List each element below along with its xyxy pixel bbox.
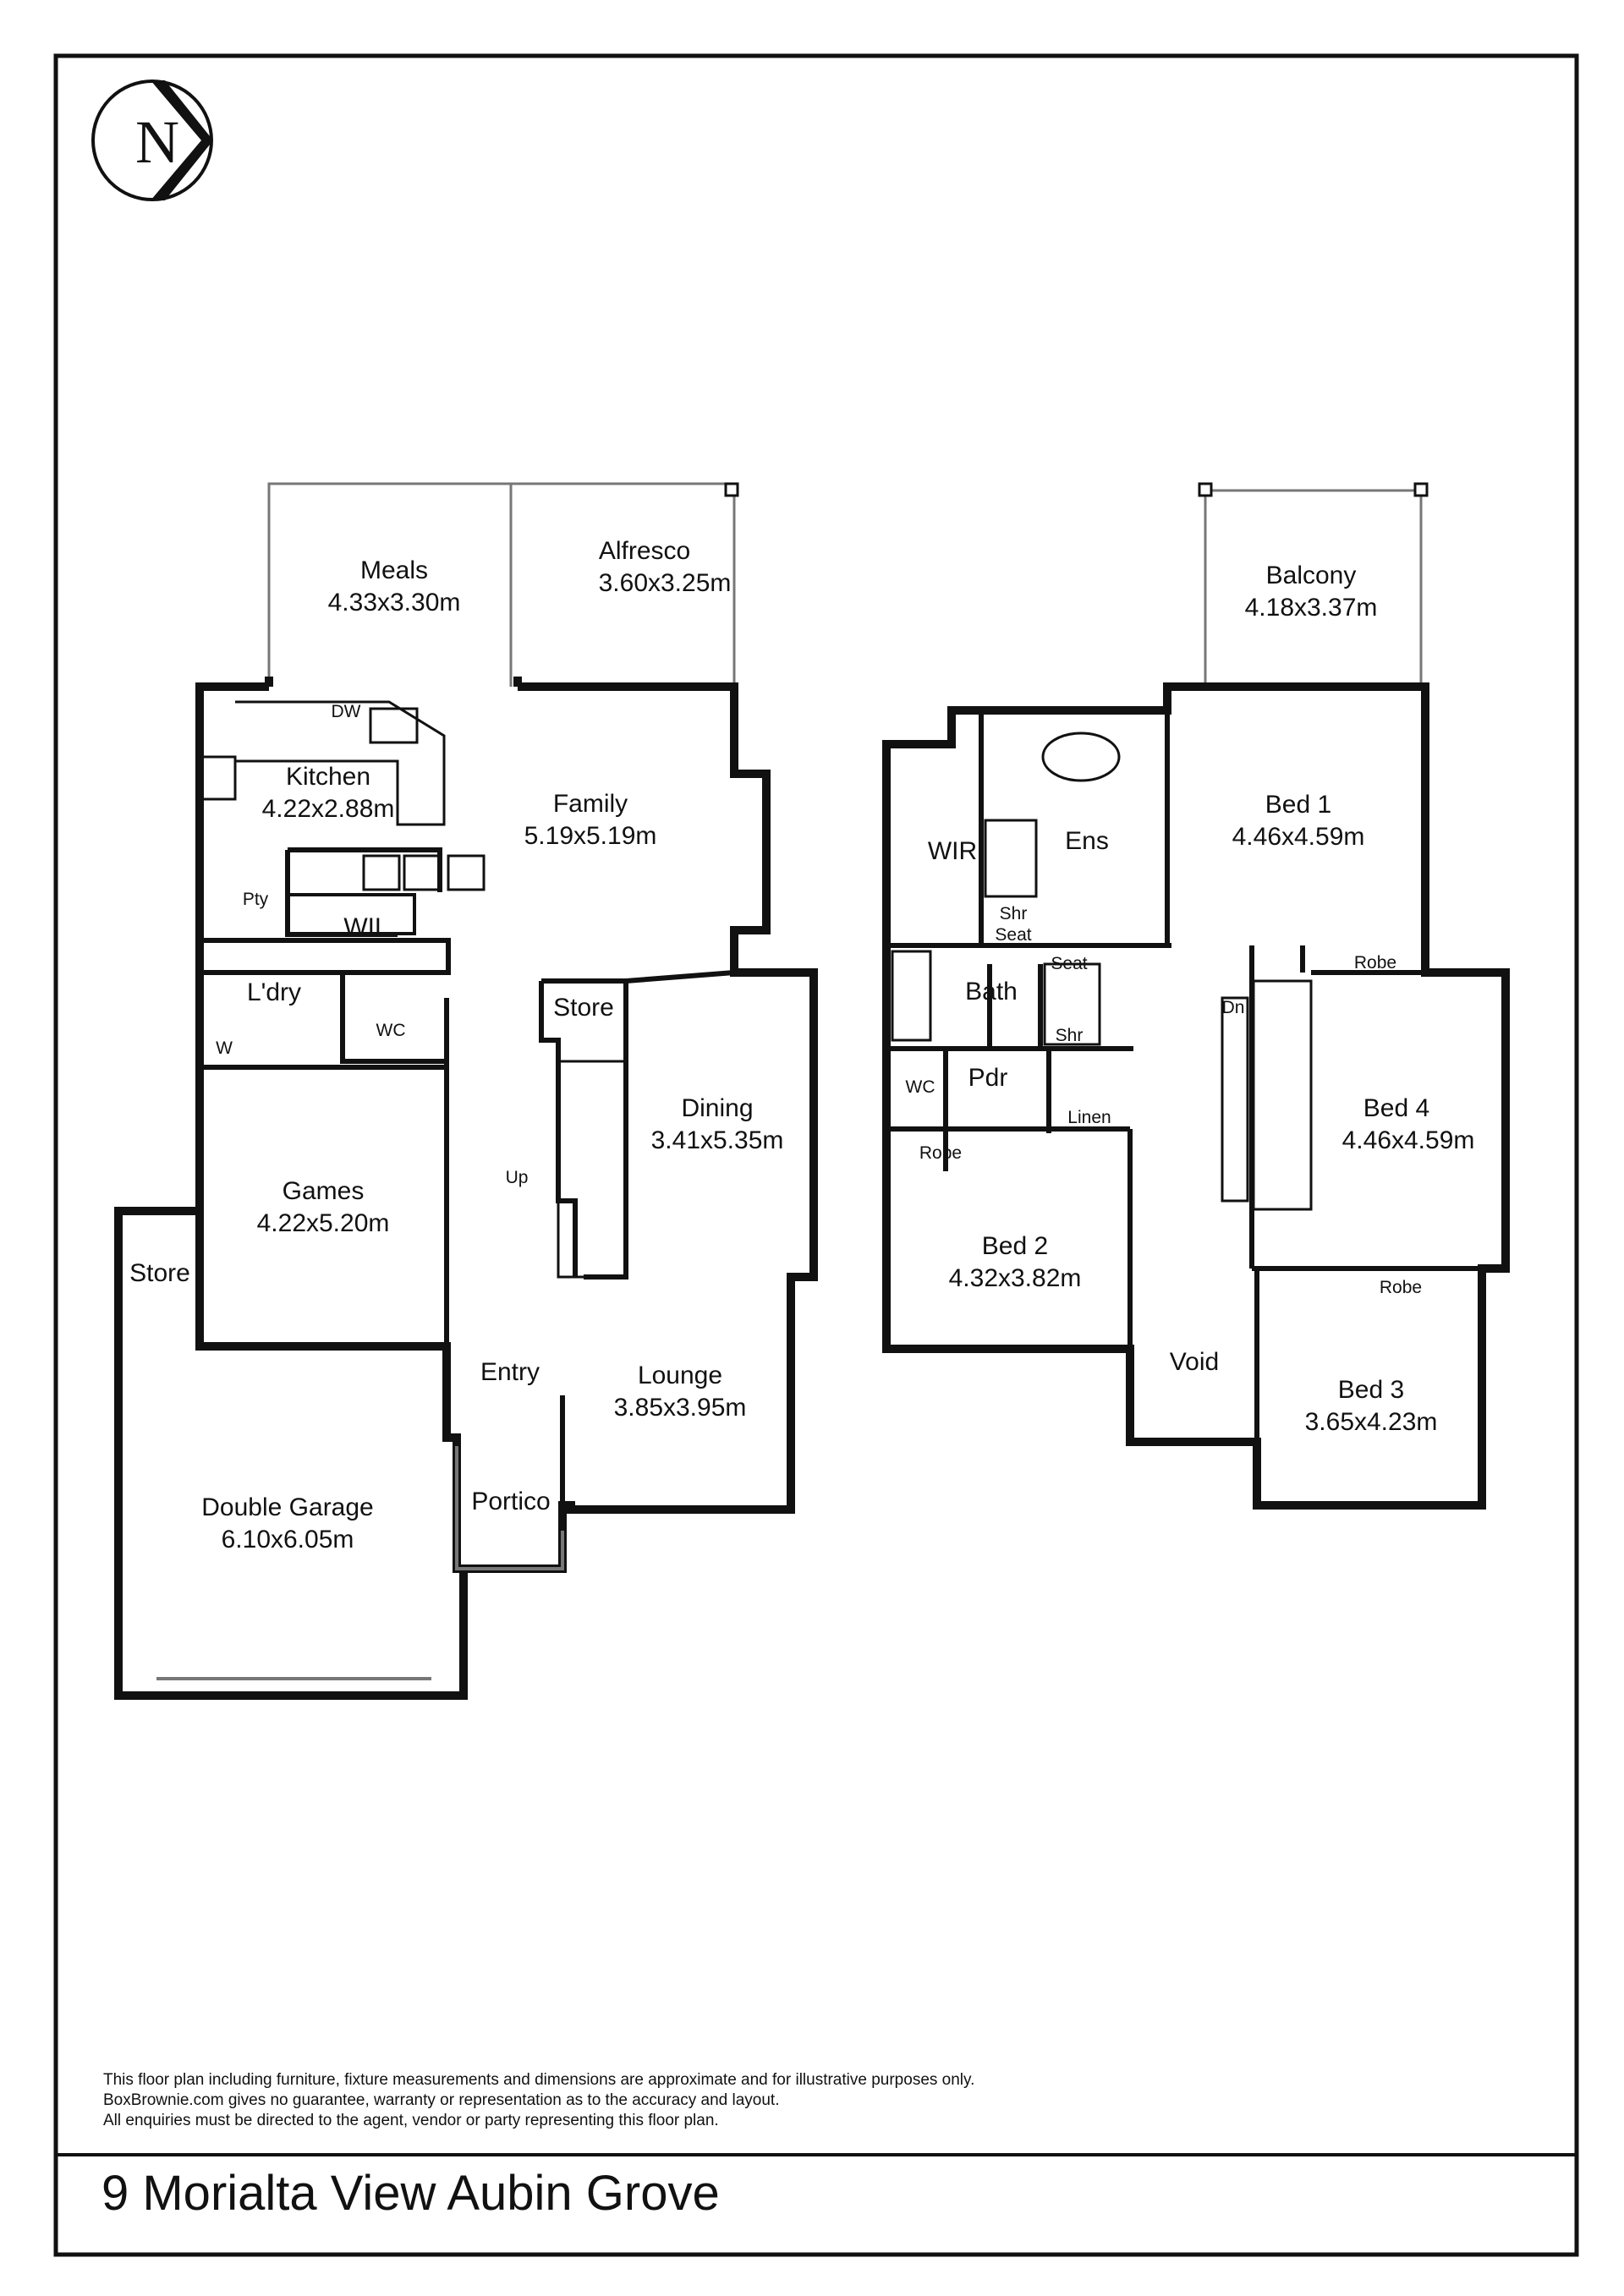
room-size: 3.65x4.23m [1305,1408,1438,1436]
label-linen: Linen [1067,1108,1111,1127]
room-size: 4.18x3.37m [1245,594,1378,622]
label-shr-ens: Shr [1000,904,1028,923]
ground-floor-labels: Meals 4.33x3.30m Alfresco 3.60x3.25m Kit… [129,537,783,1553]
room-size: 3.60x3.25m [599,569,732,597]
room-size: 6.10x6.05m [222,1526,354,1553]
compass-letter: N [135,108,179,176]
label-wil: WIL [343,913,388,941]
room-name: Balcony [1266,562,1357,589]
ground-floor-plan [114,482,818,1700]
room-name: Meals [360,556,428,584]
label-w: W [216,1038,233,1058]
label-robe-bed4: Robe [1354,953,1396,973]
disclaimer-line: All enquiries must be directed to the ag… [103,2112,719,2129]
room-name: Bed 3 [1338,1376,1404,1404]
kitchen-walls [200,847,451,1129]
disclaimer: This floor plan including furniture, fix… [103,2070,1372,2131]
stair-walls [444,970,735,1510]
label-store-garage: Store [129,1259,190,1287]
property-address: 9 Morialta View Aubin Grove [102,2166,720,2221]
label-wc: WC [906,1077,935,1097]
room-name: Dining [681,1094,753,1122]
label-wc: WC [376,1021,406,1040]
room-size: 4.22x5.20m [257,1209,390,1237]
upper-floor-labels: Balcony 4.18x3.37m Bed 1 4.46x4.59m Bed … [906,562,1475,1436]
label-dn: Dn [1222,998,1245,1017]
label-store-stair: Store [553,994,614,1022]
sheet-border [53,53,1579,2257]
outdoor-outline [267,482,739,687]
portico [455,1446,564,1570]
disclaimer-line: This floor plan including furniture, fix… [103,2071,975,2089]
room-name: Bed 4 [1363,1094,1429,1122]
label-bath: Bath [965,978,1018,1006]
label-void: Void [1170,1348,1219,1376]
upper-floor-plan [882,482,1510,1510]
room-size: 4.46x4.59m [1342,1126,1475,1154]
label-pdr: Pdr [968,1064,1008,1092]
label-seat-ens: Seat [995,925,1031,945]
room-size: 4.46x4.59m [1232,823,1365,851]
room-name: Bed 2 [982,1232,1048,1260]
upper-fixtures [891,732,1313,1211]
label-laundry: L'dry [247,978,301,1006]
room-size: 4.22x2.88m [262,795,395,823]
label-shr-bath: Shr [1056,1026,1084,1045]
label-seat-bath: Seat [1051,954,1087,973]
room-size: 5.19x5.19m [524,822,657,850]
room-name: Double Garage [201,1493,373,1521]
north-arrow-icon: N [91,79,213,201]
upper-interior-walls [886,710,1506,1442]
label-up: Up [506,1168,529,1187]
label-entry: Entry [480,1358,540,1386]
room-name: Kitchen [286,763,370,791]
kitchen-counter [200,700,486,891]
label-portico: Portico [471,1488,550,1515]
room-size: 4.32x3.82m [949,1264,1082,1292]
label-dw: DW [332,702,361,721]
room-size: 3.85x3.95m [614,1394,747,1422]
label-ens: Ens [1065,827,1109,855]
room-name: Lounge [638,1362,722,1389]
room-size: 3.41x5.35m [651,1126,784,1154]
room-size: 4.33x3.30m [328,589,461,616]
room-name: Games [283,1177,365,1205]
room-name: Family [553,790,628,818]
balcony-outline [1198,482,1429,687]
label-pty: Pty [243,890,269,909]
label-wir: WIR [928,837,977,865]
label-robe-bed2: Robe [919,1143,962,1163]
label-robe-bed3: Robe [1380,1278,1422,1297]
room-name: Bed 1 [1265,791,1331,819]
garage-walls [114,1207,468,1700]
disclaimer-line: BoxBrownie.com gives no guarantee, warra… [103,2091,780,2109]
room-name: Alfresco [599,537,690,565]
